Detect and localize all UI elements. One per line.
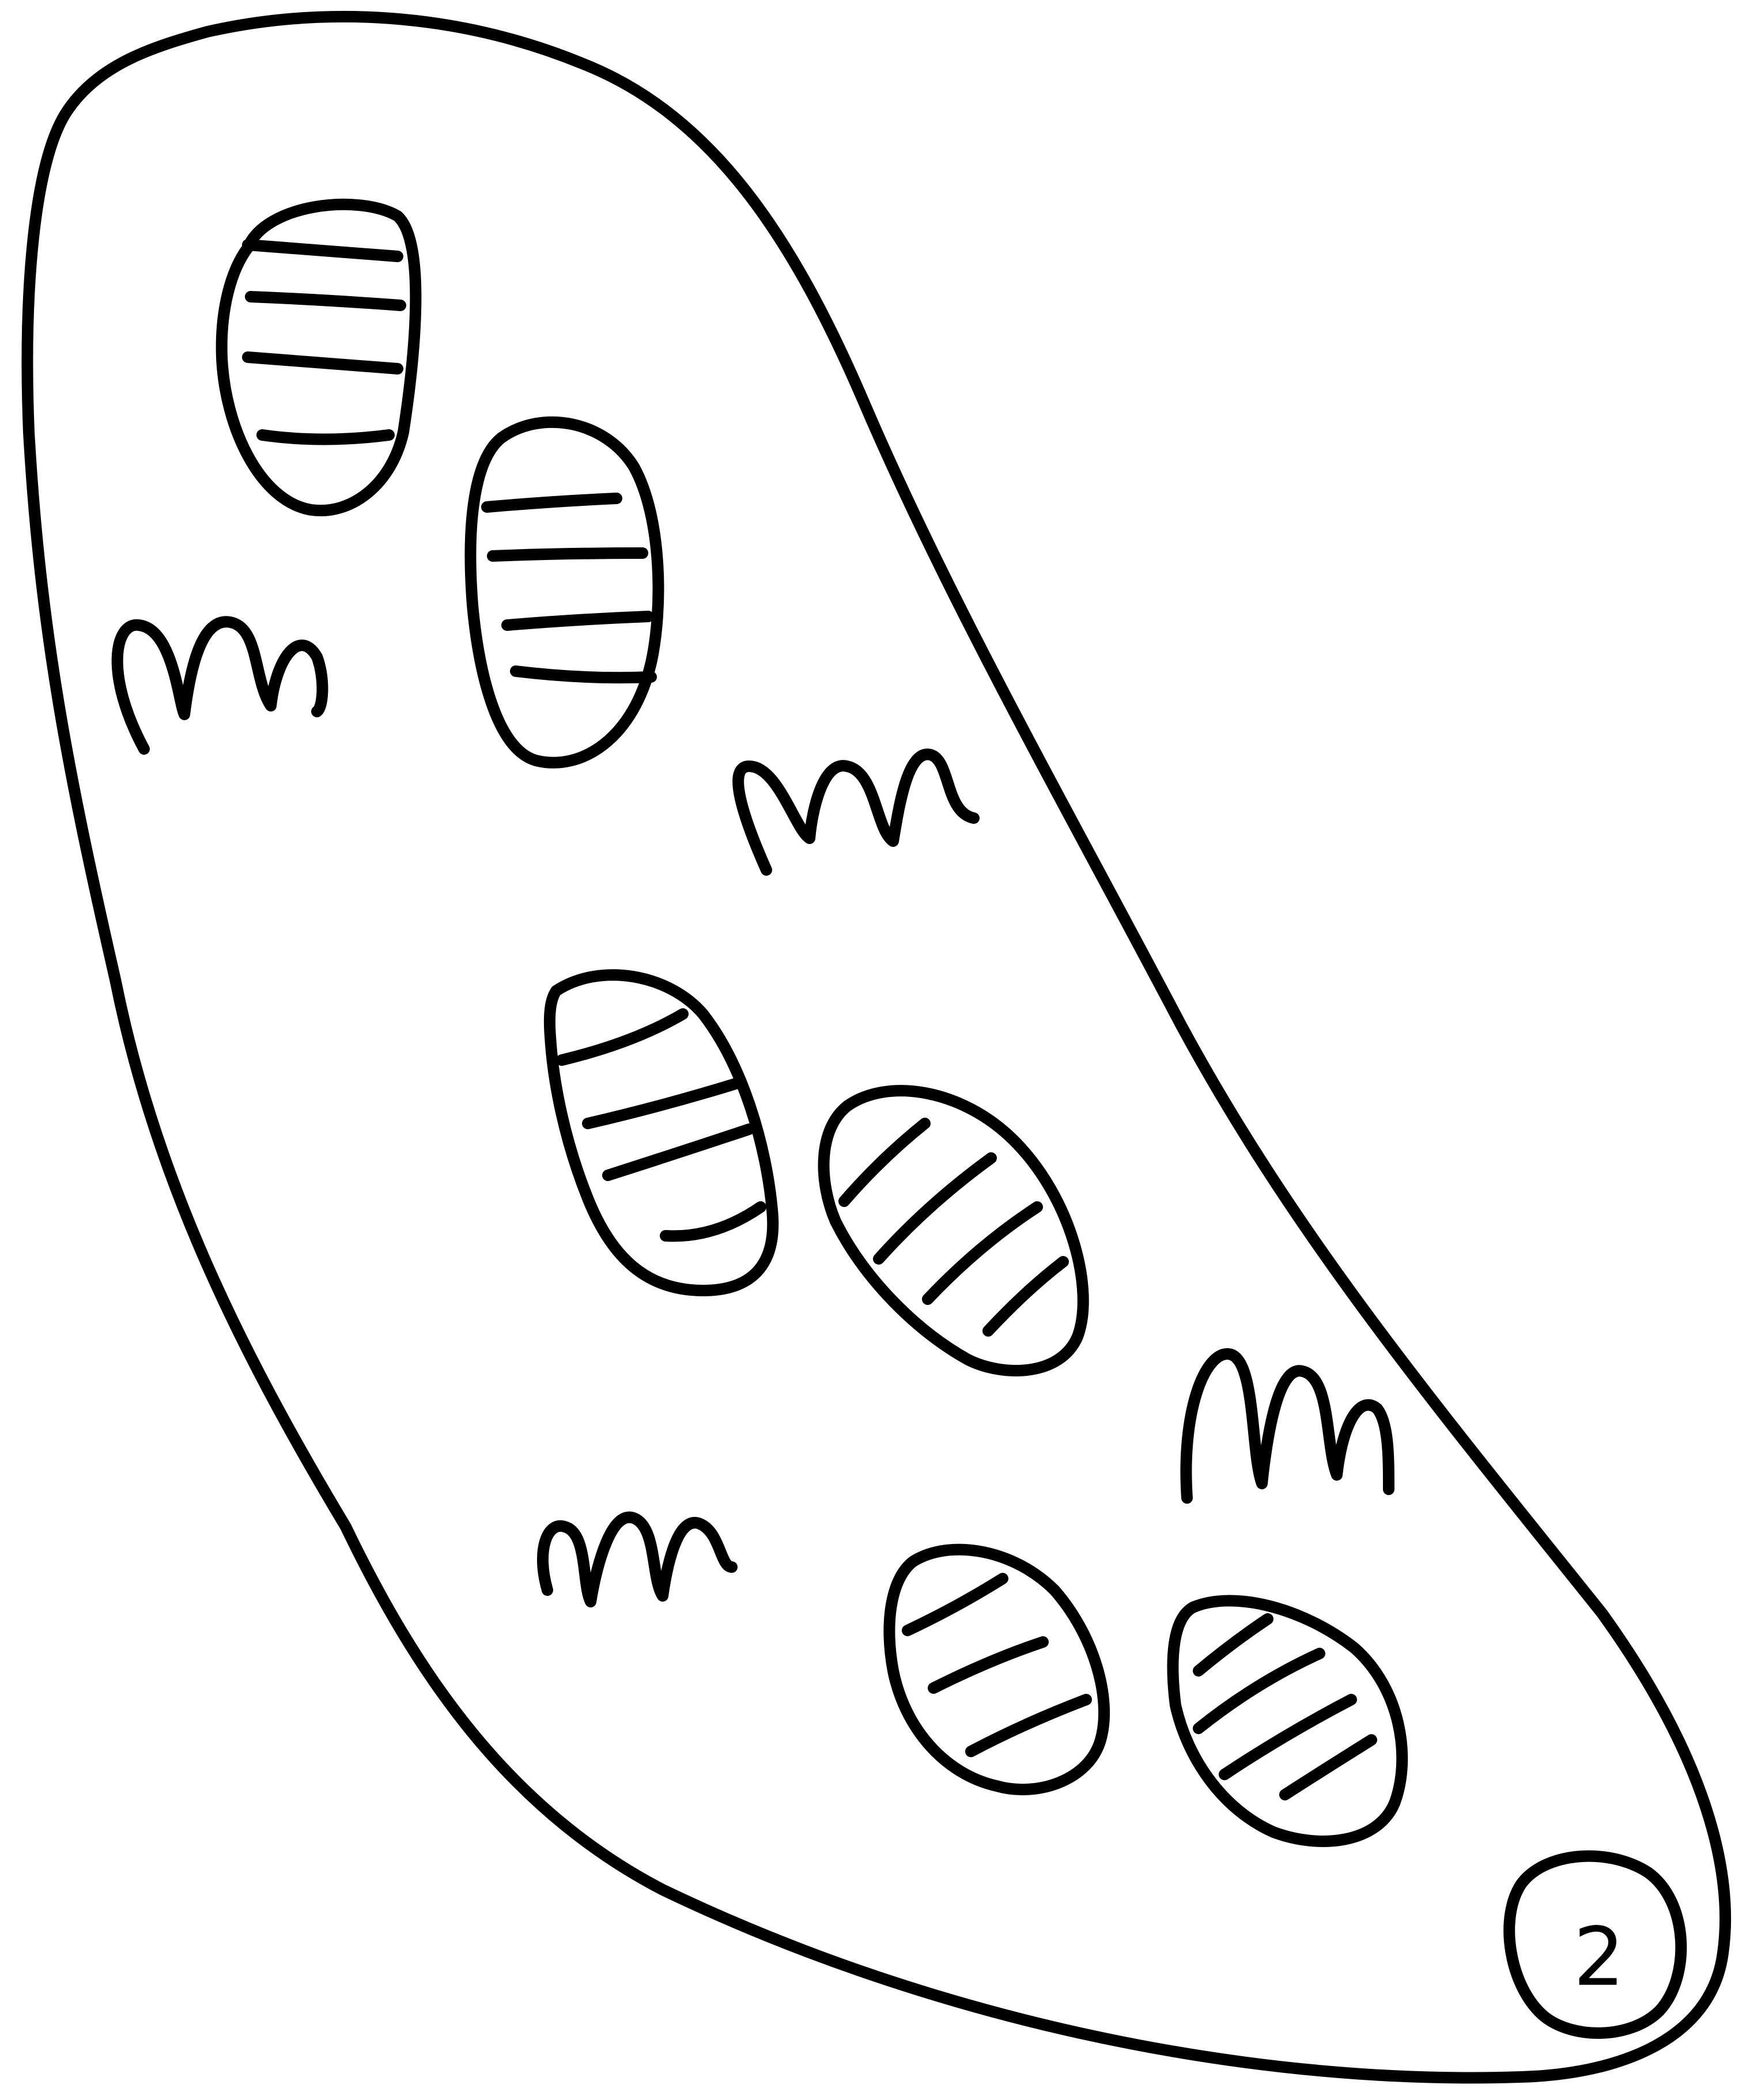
chloroplast-4 [824,1091,1083,1371]
cell-membrane [28,17,1726,2078]
chloroplast-3 [550,975,773,1291]
chloroplast-5 [889,1550,1104,1789]
squiggle-4 [543,1517,732,1602]
page-number: 2 [1573,1910,1624,2004]
squiggle-3 [1186,1354,1389,1498]
squiggle-2 [738,754,974,870]
chloroplast-2 [471,422,659,763]
squiggle-1 [118,622,323,749]
page-number-badge: 2 [1509,1856,1681,2033]
chloroplast-6 [1173,1600,1402,1841]
chloroplast-1 [222,205,416,510]
